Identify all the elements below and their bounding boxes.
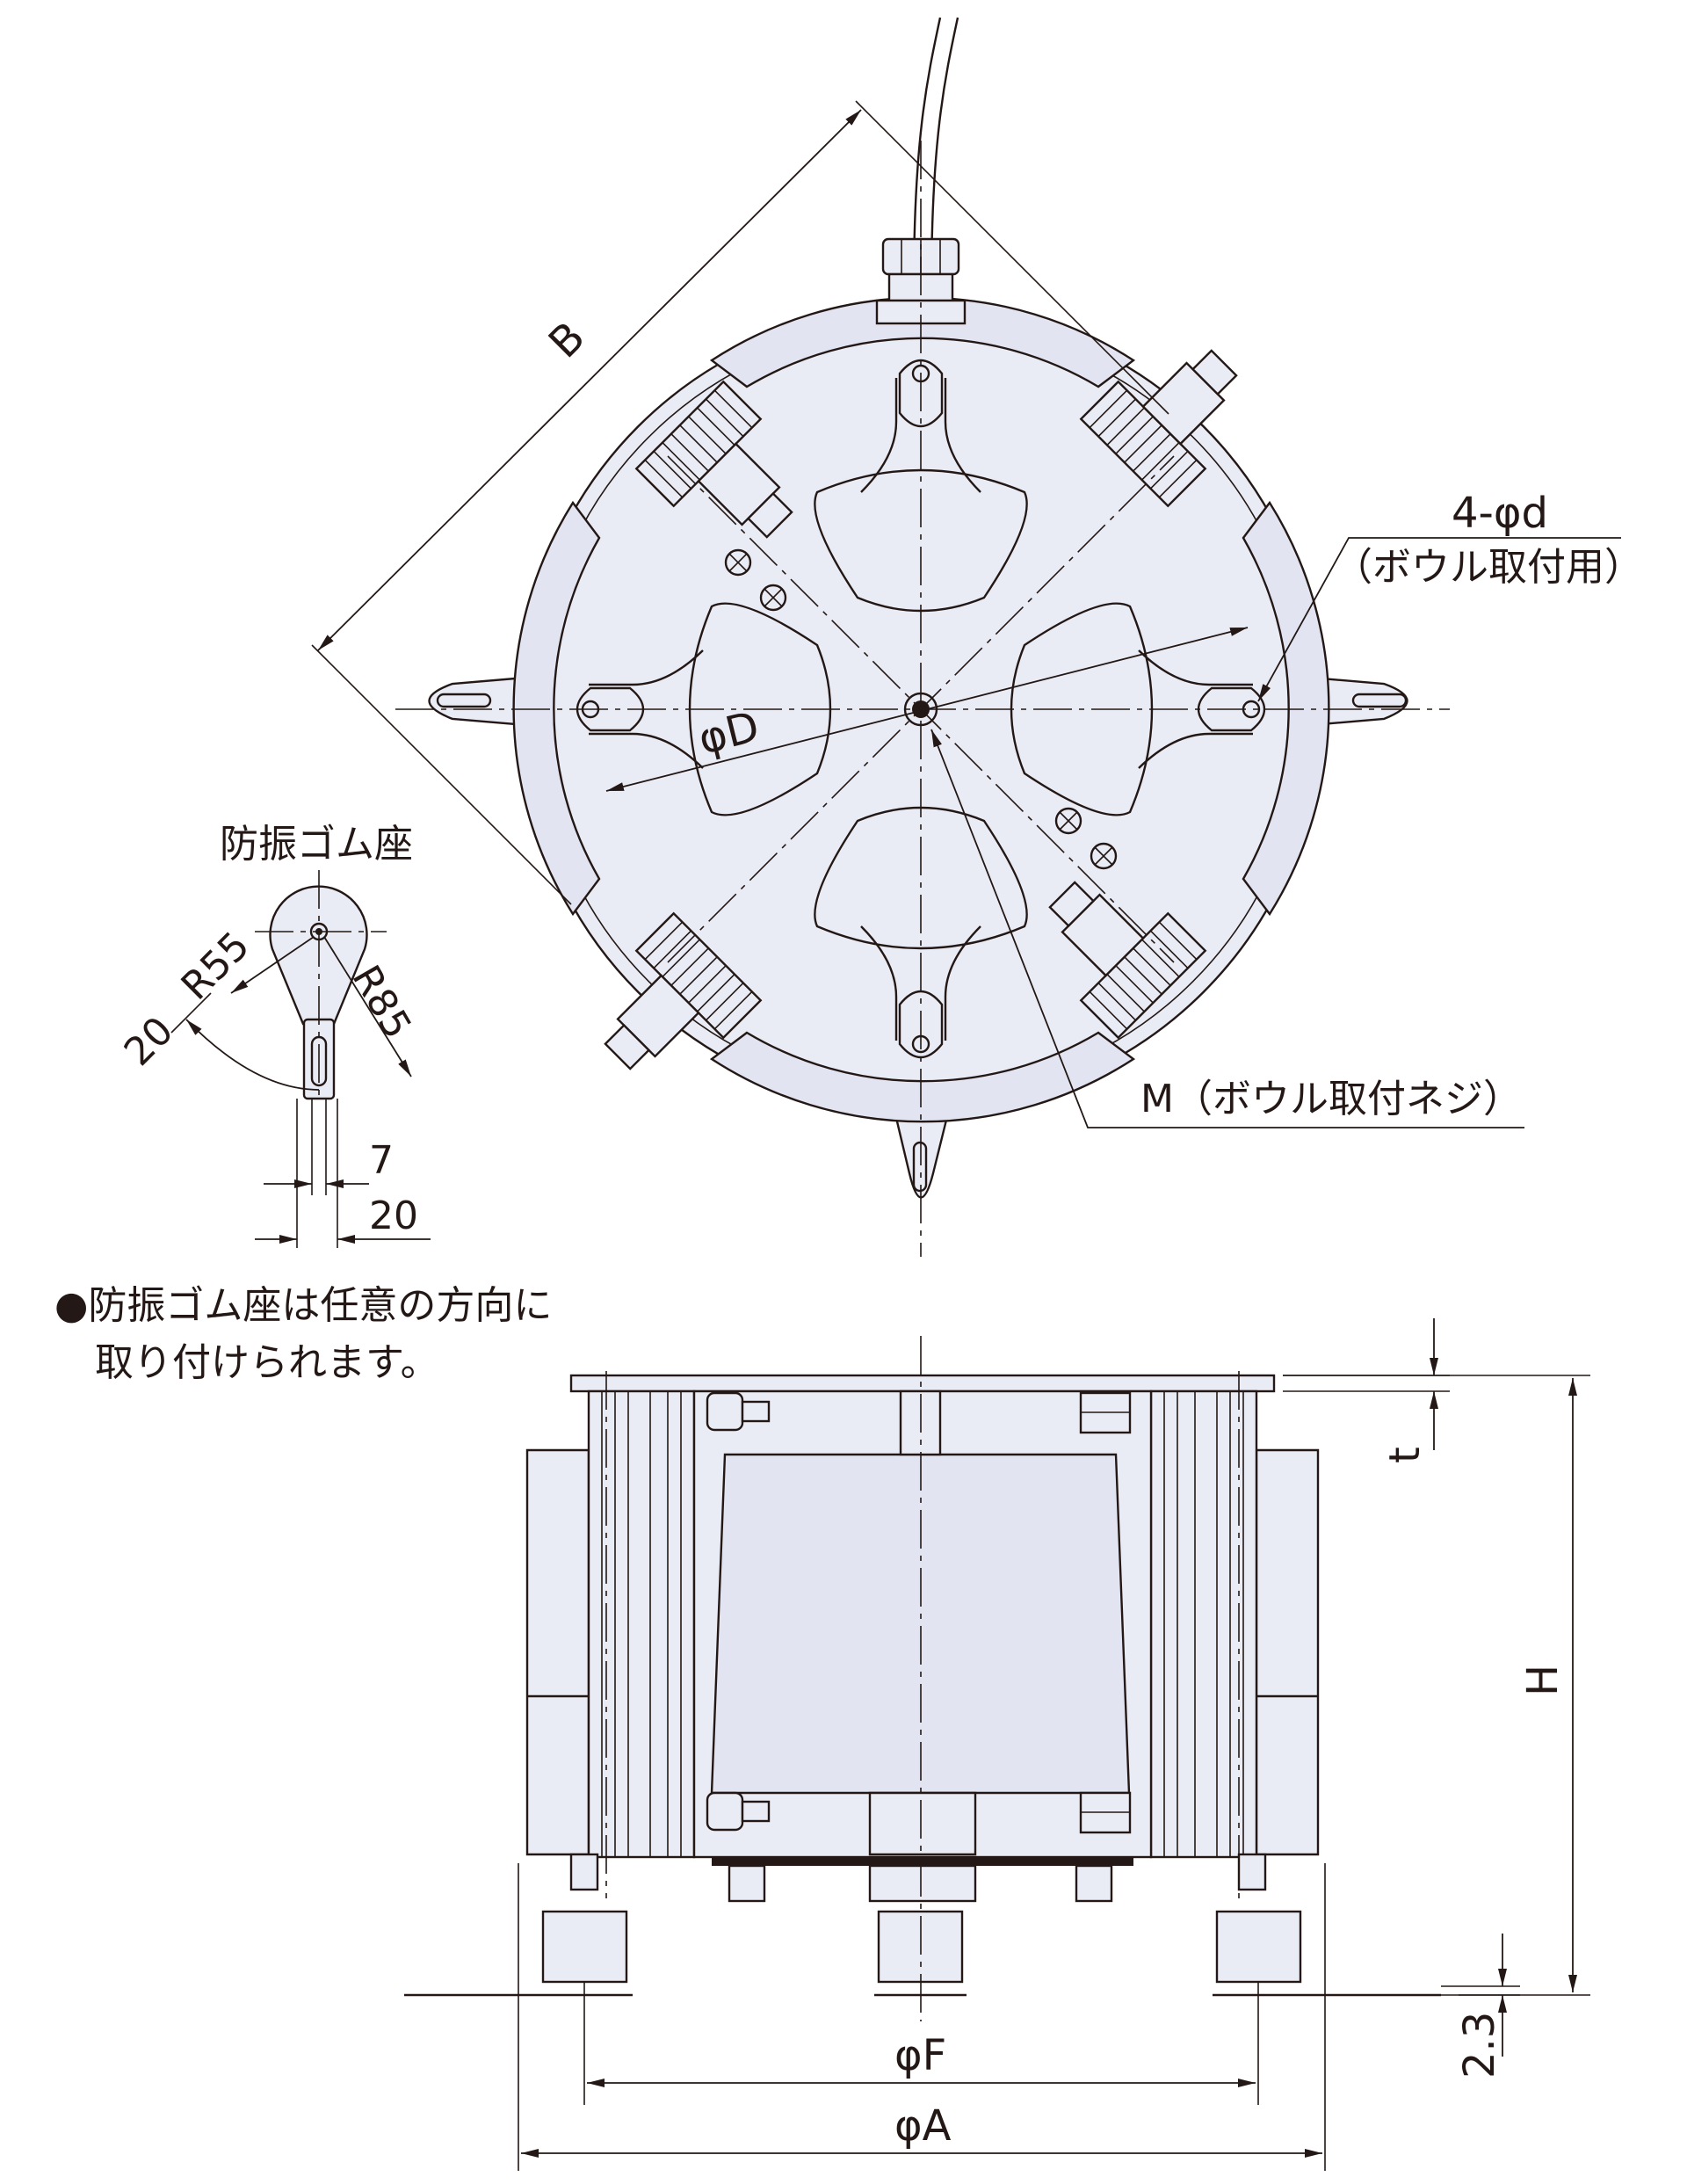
label-t: t <box>1380 1447 1430 1463</box>
label-phiF: φF <box>894 2031 946 2080</box>
label-rubber-title: 防振ゴム座 <box>220 822 413 867</box>
bolts-bottom <box>706 1791 1132 1834</box>
label-phiA: φA <box>894 2101 952 2151</box>
spring-stack-left <box>587 1389 696 1859</box>
top-view: B φD 4-φd （ボウル取付用） M（ボウル取付ネジ） <box>311 17 1643 1257</box>
label-H: H <box>1518 1665 1568 1696</box>
dim-phiD <box>605 627 1249 792</box>
leader-screw <box>930 729 1524 1128</box>
dim-B <box>317 109 862 651</box>
label-r55: R55 <box>173 924 258 1009</box>
spring-pack-bl <box>604 911 763 1070</box>
spring-pack-br <box>1048 881 1207 1040</box>
label-B: B <box>539 313 595 368</box>
rubber-mount-left <box>428 675 538 728</box>
label-hole-note: （ボウル取付用） <box>1334 545 1643 590</box>
cable <box>912 17 942 291</box>
label-dim20a: 20 <box>116 1008 183 1075</box>
label-screw: M（ボウル取付ネジ） <box>1140 1077 1522 1121</box>
leader-hole <box>1257 537 1621 702</box>
label-hole: 4-φd <box>1452 489 1548 538</box>
side-view: t H 2.3 φF φA <box>404 1318 1590 2171</box>
top-plate <box>569 1374 1276 1393</box>
bolts-top <box>706 1391 1132 1434</box>
recess-bottom <box>814 806 1028 950</box>
note-line-1: ●防振ゴム座は任意の方向に <box>54 1283 552 1328</box>
label-dim23: 2.3 <box>1455 2012 1504 2079</box>
note-line-2: 取り付けられます。 <box>95 1340 439 1385</box>
rubber-mount-detail: 防振ゴム座 R55 R85 20 7 20 <box>116 822 431 1248</box>
label-dim7: 7 <box>369 1138 394 1183</box>
label-dim20b: 20 <box>369 1194 418 1238</box>
spring-pack-tr <box>1079 349 1238 508</box>
spring-stack-right <box>1149 1389 1258 1859</box>
